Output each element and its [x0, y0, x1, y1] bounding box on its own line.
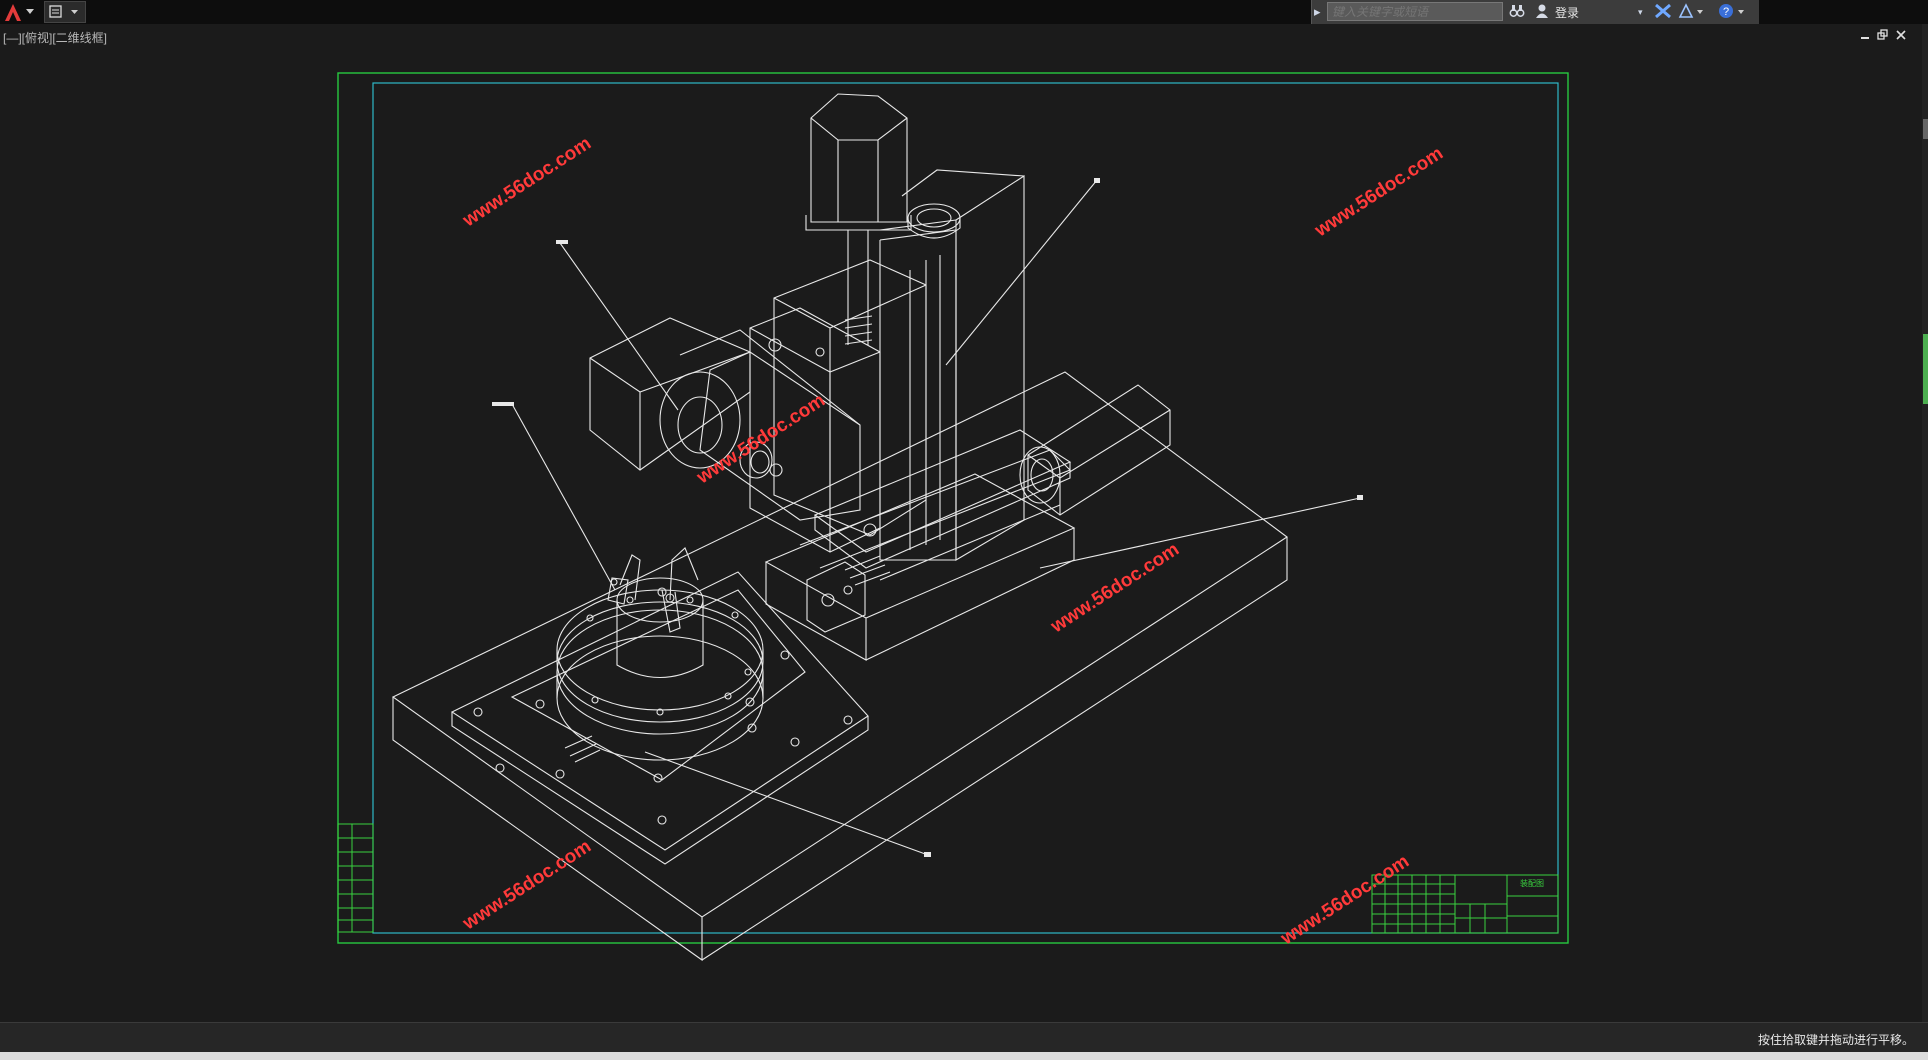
login-button[interactable]: 登录	[1555, 6, 1580, 20]
minimize-icon[interactable]	[1860, 29, 1870, 44]
binoculars-icon[interactable]	[1509, 3, 1525, 21]
drawing-frame-outer	[337, 72, 1569, 944]
search-input[interactable]	[1327, 2, 1503, 21]
quick-access-toolbar[interactable]	[44, 1, 86, 23]
help-icon[interactable]: ?	[1718, 3, 1746, 21]
title-block	[1371, 874, 1559, 934]
autocad-app-button[interactable]	[2, 1, 42, 23]
watermark-text: www.56doc.com	[692, 390, 829, 489]
top-bar: ▸ 登录 ▾ ?	[0, 0, 1928, 24]
watermark-text: www.56doc.com	[1046, 539, 1183, 638]
scroll-marker	[1923, 119, 1928, 139]
viewport-controls-label[interactable]: [—][俯视][二维线框]	[3, 31, 108, 45]
revision-strip	[337, 823, 374, 933]
watermark-text: www.56doc.com	[458, 133, 595, 232]
scroll-thumb[interactable]	[1923, 334, 1928, 404]
watermark-text: www.56doc.com	[458, 836, 595, 935]
title-block-name: 装配图	[1520, 878, 1544, 888]
watermarks: www.56doc.com www.56doc.com www.56doc.co…	[458, 133, 1447, 950]
login-dropdown-icon[interactable]: ▾	[1638, 7, 1643, 17]
leader-markers	[492, 178, 1363, 857]
exchange-icon[interactable]	[1654, 3, 1672, 21]
watermark-text: www.56doc.com	[1310, 143, 1447, 242]
command-prompt-text: 按住拾取键并拖动进行平移。	[1757, 1033, 1914, 1047]
drawing-canvas[interactable]: 装配图 www.56doc.com www.56doc.com www.56do…	[0, 0, 1928, 1022]
watermark-text: www.56doc.com	[1276, 851, 1413, 950]
bottom-strip	[0, 1052, 1928, 1060]
assembly-drawing	[391, 93, 1361, 962]
command-status-bar: 按住拾取键并拖动进行平移。	[0, 1022, 1928, 1053]
a360-icon[interactable]	[1678, 3, 1704, 21]
search-arrow-icon[interactable]: ▸	[1314, 4, 1321, 19]
close-icon[interactable]	[1895, 29, 1907, 44]
autocad-app-icon	[5, 4, 34, 21]
svg-text:?: ?	[1723, 6, 1729, 18]
drawing-frame-inner	[372, 82, 1559, 934]
restore-icon[interactable]	[1877, 29, 1889, 44]
quick-access-icon	[49, 5, 78, 18]
right-scrollbar[interactable]	[1922, 24, 1928, 1022]
user-icon[interactable]	[1535, 3, 1549, 21]
